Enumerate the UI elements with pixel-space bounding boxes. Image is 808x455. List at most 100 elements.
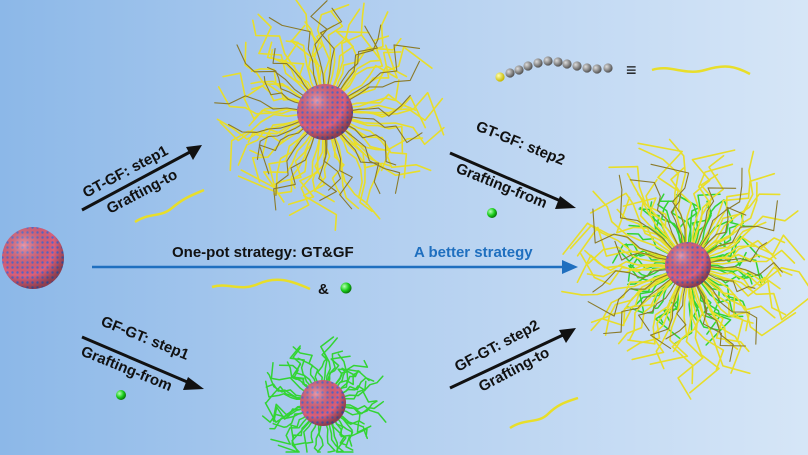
polymer-chain [270,415,310,445]
polymer-chain [697,199,725,249]
polymer-chain [347,79,400,107]
bead [562,59,572,69]
polymer-chain [576,226,668,262]
polymer-chain [347,118,404,155]
polymer-chain [665,286,687,340]
polymer-chain [629,179,679,246]
polymer-chain [697,283,739,350]
polymer-chain [703,276,747,310]
polymer-chain [592,269,668,293]
polymer-chain [587,273,669,317]
polymer-chain [321,337,338,384]
polymer-chain [228,119,304,133]
polymer-chain [671,286,694,385]
polymer-chain [334,35,360,92]
label-better-strategy: A better strategy [414,244,533,261]
bead [603,63,613,73]
polymer-chain [343,44,398,99]
polymer-chain [319,7,343,89]
polymer-chain [561,272,669,296]
polymer-chain [626,284,680,352]
polymer-chain [702,280,758,345]
polymer-chain [348,94,411,117]
polymer-chain [336,416,354,447]
free-chain-top [134,188,205,224]
polymer-chain [341,375,384,399]
polymer-chain [709,266,808,287]
bead-end [495,72,505,82]
polymer-chain [288,134,321,206]
label-amp: & [318,281,329,298]
polymer-chain [310,0,328,89]
polymer-chain [638,147,685,245]
polymer-chain [341,400,385,415]
polymer-chain [695,284,747,347]
polymer-chain [670,167,693,244]
polymer-chain [342,127,421,177]
polymer-chain [670,193,683,245]
polymer-chain [707,236,786,258]
bead [533,58,543,68]
polymer-chain [706,221,767,256]
polymer-chain [703,275,738,316]
polymer-chain [622,197,676,248]
polymer-chain [250,68,306,101]
bead [572,61,582,71]
polymer-chain [692,163,734,245]
polymer-chain [290,39,316,92]
polymer-chain [699,167,743,248]
polymer-chain [316,4,350,89]
polymer-chain [638,282,676,332]
polymer-chain [655,284,681,370]
polymer-chain [270,361,307,394]
polymer-chain [341,389,378,403]
polymer-chain [693,285,751,375]
polymer-chain [297,357,317,386]
equiv-symbol: ≡ [626,60,637,80]
polymer-chain [266,371,305,398]
polymer-chain [338,24,382,93]
bead [553,57,563,67]
polymer-chain [318,135,337,202]
polymer-chain [289,345,314,387]
polymer-chain [272,47,312,94]
polymer-chain [291,418,312,446]
polymer-chain [618,174,674,250]
arrow-gtgf-step1 [81,145,202,212]
polymer-chain [342,404,387,423]
polymer-chain [337,415,368,437]
bead [523,61,533,71]
polymer-chain [272,403,304,422]
arrow-onepot [92,260,578,274]
arrow-gtgf-step2 [449,151,576,209]
monomer-middle [340,282,352,294]
bead [592,64,602,74]
polymer-chain [237,120,304,166]
bare-nanoparticle [2,227,64,289]
polymer-chain [689,286,720,394]
label-grafting-from-1: Grafting-from [454,160,550,212]
polymer-chain [649,285,689,365]
polymer-chain [590,274,670,324]
polymer-chain [707,272,808,321]
polymer-chain [328,421,344,453]
polymer-chain [265,385,305,404]
polymer-chain [336,131,363,199]
polymer-chain [256,122,305,160]
polymer-chain [266,66,305,101]
polymer-chain [338,130,393,169]
bead [582,63,592,73]
np-right-yellow-chains [561,138,808,400]
bead-chain [495,56,613,82]
polymer-chain [268,17,319,90]
polymer-chain [709,262,783,277]
polymer-chain [579,252,667,286]
polymer-chain [696,187,737,246]
polymer-chain [328,355,351,385]
polymer-chain [576,254,667,284]
polymer-chain [337,369,370,392]
polymer-chain [708,249,796,264]
polymer-chain [324,422,336,453]
polymer-chain [617,279,674,345]
polymer-chain [219,113,302,142]
